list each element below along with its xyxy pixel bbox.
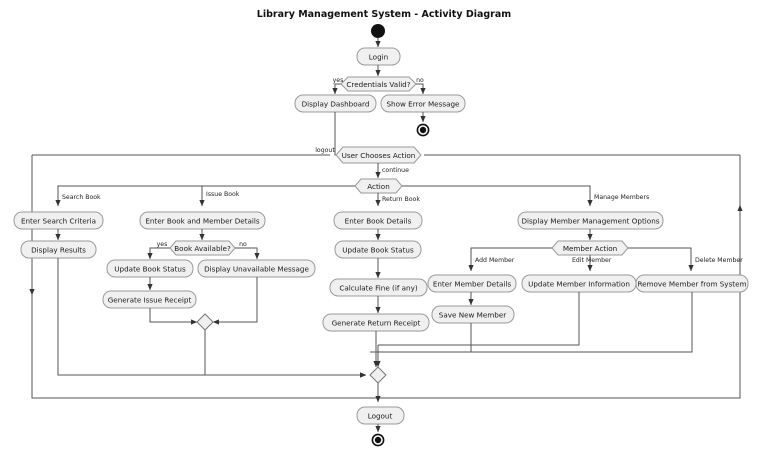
node-display-member-management-options-label: Display Member Management Options (522, 217, 660, 226)
node-update-member-information-label: Update Member Information (528, 280, 630, 289)
node-calculate-fine-label: Calculate Fine (if any) (339, 284, 418, 293)
node-login-label: Login (369, 53, 388, 62)
edge-label-no-credentials: no (416, 77, 424, 84)
node-save-new-member-label: Save New Member (439, 311, 506, 320)
merge-node-bottom (369, 366, 387, 384)
edge-unavailable-issue-merge (212, 277, 258, 325)
node-remove-member-from-system-label: Remove Member from System (637, 280, 746, 289)
node-display-dashboard-label: Display Dashboard (302, 100, 370, 109)
node-logout-label: Logout (368, 412, 393, 421)
edge-credentials-no (416, 83, 426, 95)
edge-label-search-book: Search Book (62, 194, 101, 201)
edge-credentials-yes (332, 83, 341, 95)
decision-credentials-valid-label: Credentials Valid? (346, 80, 410, 89)
decision-book-available-label: Book Available? (174, 244, 231, 253)
node-display-unavailable-message-label: Display Unavailable Message (204, 265, 309, 274)
node-enter-search-criteria-label: Enter Search Criteria (21, 217, 96, 226)
edge-action-search (55, 185, 355, 207)
node-save-new-member[interactable] (431, 305, 515, 324)
edge-label-return-book: Return Book (382, 196, 420, 203)
edge-issue-merge-bottom (204, 330, 367, 378)
final-node-error-core (419, 126, 427, 134)
edge-update-member-merge-leg (378, 292, 580, 346)
decision-user-chooses-action[interactable] (335, 146, 422, 164)
edge-label-edit-member: Edit Member (572, 257, 612, 264)
node-display-results-label: Display Results (31, 246, 86, 255)
edge-label-yes-credentials: yes (333, 77, 344, 84)
edge-label-issue-book: Issue Book (206, 191, 240, 198)
edge-book-available-yes (147, 247, 170, 260)
edge-member-delete (628, 247, 694, 272)
edge-member-add (468, 247, 552, 272)
node-logout[interactable] (356, 406, 405, 425)
initial-node (371, 24, 385, 38)
edge-receipt-issue-merge (149, 308, 198, 325)
edge-remove-member-merge-leg (387, 292, 693, 353)
node-update-book-status-issue-label: Update Book Status (114, 265, 186, 274)
node-generate-return-receipt-label: Generate Return Receipt (332, 319, 421, 328)
merge-node-issue-book (196, 313, 214, 331)
decision-action-label: Action (367, 182, 390, 191)
edge-label-manage-members: Manage Members (594, 194, 649, 201)
node-generate-issue-receipt-label: Generate Issue Receipt (108, 296, 192, 305)
node-enter-book-details-label: Enter Book Details (345, 217, 412, 226)
decision-member-action-label: Member Action (563, 244, 617, 253)
edge-book-available-no (235, 247, 260, 260)
edge-label-add-member: Add Member (475, 257, 515, 264)
edge-label-logout: logout (315, 147, 335, 154)
edge-label-yes-available: yes (157, 241, 168, 248)
node-update-book-status-return-label: Update Book Status (342, 246, 414, 255)
edge-label-no-available: no (239, 241, 247, 248)
edge-action-members (402, 185, 593, 207)
edge-label-delete-member: Delete Member (695, 257, 743, 264)
edge-label-continue: continue (382, 167, 409, 174)
node-enter-member-details-label: Enter Member Details (433, 280, 512, 289)
node-enter-book-and-member-details-label: Enter Book and Member Details (145, 217, 260, 226)
node-show-error-message-label: Show Error Message (387, 100, 461, 109)
diagram-title: Library Management System - Activity Dia… (257, 9, 511, 20)
node-enter-member-details[interactable] (427, 274, 517, 293)
final-node-logout-core (374, 436, 382, 444)
decision-user-chooses-action-label: User Chooses Action (342, 151, 416, 160)
